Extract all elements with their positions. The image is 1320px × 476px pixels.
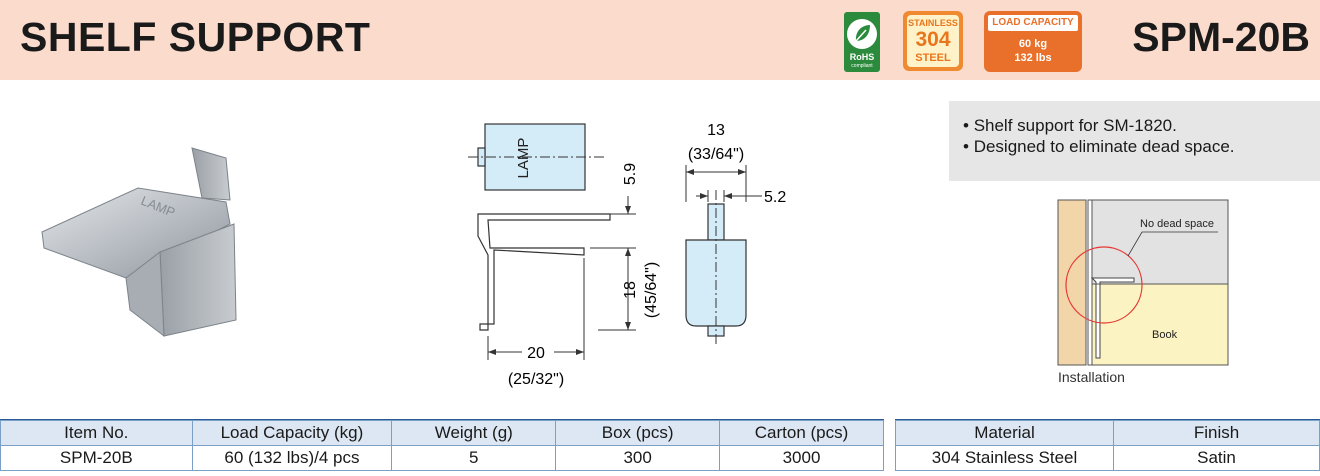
book-area: [1091, 283, 1229, 366]
dim-height: 18: [622, 281, 639, 299]
page-title: SHELF SUPPORT: [20, 14, 371, 60]
installed-support: [1090, 277, 1135, 359]
material-table: Material Finish 304 Stainless Steel Sati…: [894, 420, 1320, 471]
material-table-header-row: Material Finish: [894, 420, 1320, 446]
col-carton: Carton (pcs): [719, 420, 884, 446]
wall-panel: [1057, 199, 1087, 366]
col-material: Material: [894, 420, 1115, 446]
feature-item: Shelf support for SM-1820.: [963, 115, 1235, 136]
product-illustration: LAMP: [41, 147, 237, 338]
col-finish: Finish: [1113, 420, 1320, 446]
steel-badge-line3: STEEL: [915, 52, 951, 64]
table-row: SPM-20B 60 (132 lbs)/4 pcs 5 300 3000: [0, 445, 884, 471]
technical-drawing: LAMP 13 (33/64") 5.2 5.9 18 (45/64") 20 …: [468, 122, 786, 388]
dim-depth-inch: (25/32"): [508, 371, 564, 388]
col-item-no: Item No.: [0, 420, 193, 446]
steel-badge-line1: STAINLESS: [908, 18, 958, 28]
col-weight: Weight (g): [391, 420, 557, 446]
load-capacity-label: LOAD CAPACITY: [988, 15, 1078, 31]
cell-carton: 3000: [719, 445, 884, 471]
dim-depth: 20: [527, 345, 545, 362]
feature-notes: Shelf support for SM-1820. Designed to e…: [949, 101, 1320, 181]
dim-top-width: 13: [707, 122, 725, 139]
spec-table-header-row: Item No. Load Capacity (kg) Weight (g) B…: [0, 420, 884, 446]
feature-item: Designed to eliminate dead space.: [963, 136, 1235, 157]
model-number: SPM-20B: [1132, 14, 1310, 60]
load-capacity-badge: LOAD CAPACITY 60 kg 132 lbs: [984, 11, 1082, 72]
cell-finish: Satin: [1113, 445, 1320, 471]
highlight-circle: [1065, 246, 1143, 324]
load-capacity-lbs: 132 lbs: [1014, 52, 1052, 64]
cell-item-no: SPM-20B: [0, 445, 193, 471]
steel-badge-grade: 304: [915, 28, 951, 51]
cell-weight: 5: [391, 445, 557, 471]
installation-diagram: No dead space Book Installation: [1057, 199, 1229, 385]
dim-top-width-inch: (33/64"): [688, 146, 744, 163]
no-dead-space-label: No dead space: [1140, 218, 1214, 230]
dim-height-inch: (45/64"): [643, 262, 660, 318]
upper-compartment: [1091, 199, 1229, 285]
rohs-sub-label: compliant: [851, 63, 873, 69]
table-row: 304 Stainless Steel Satin: [894, 445, 1320, 471]
book-label: Book: [1152, 329, 1178, 341]
cell-box: 300: [555, 445, 721, 471]
dim-tab-width: 5.2: [764, 189, 786, 206]
leaf-icon: [847, 19, 877, 49]
stainless-steel-badge: STAINLESS 304 STEEL: [903, 11, 963, 71]
dim-lip-height: 5.9: [622, 163, 639, 185]
col-load-capacity: Load Capacity (kg): [191, 420, 393, 446]
page-header: SHELF SUPPORT RoHS compliant STAINLESS 3…: [0, 0, 1320, 80]
stainless-steel-badge-inner: STAINLESS 304 STEEL: [907, 15, 959, 67]
load-capacity-kg: 60 kg: [1018, 38, 1048, 50]
drawing-brand-label: LAMP: [515, 138, 532, 179]
rohs-label: RoHS: [849, 52, 875, 62]
side-profile: [477, 213, 611, 331]
cell-load-capacity: 60 (132 lbs)/4 pcs: [191, 445, 393, 471]
installation-caption: Installation: [1058, 369, 1125, 385]
spec-table: Item No. Load Capacity (kg) Weight (g) B…: [0, 420, 884, 471]
rohs-badge: RoHS compliant: [844, 12, 880, 72]
col-box: Box (pcs): [555, 420, 721, 446]
cell-material: 304 Stainless Steel: [894, 445, 1115, 471]
